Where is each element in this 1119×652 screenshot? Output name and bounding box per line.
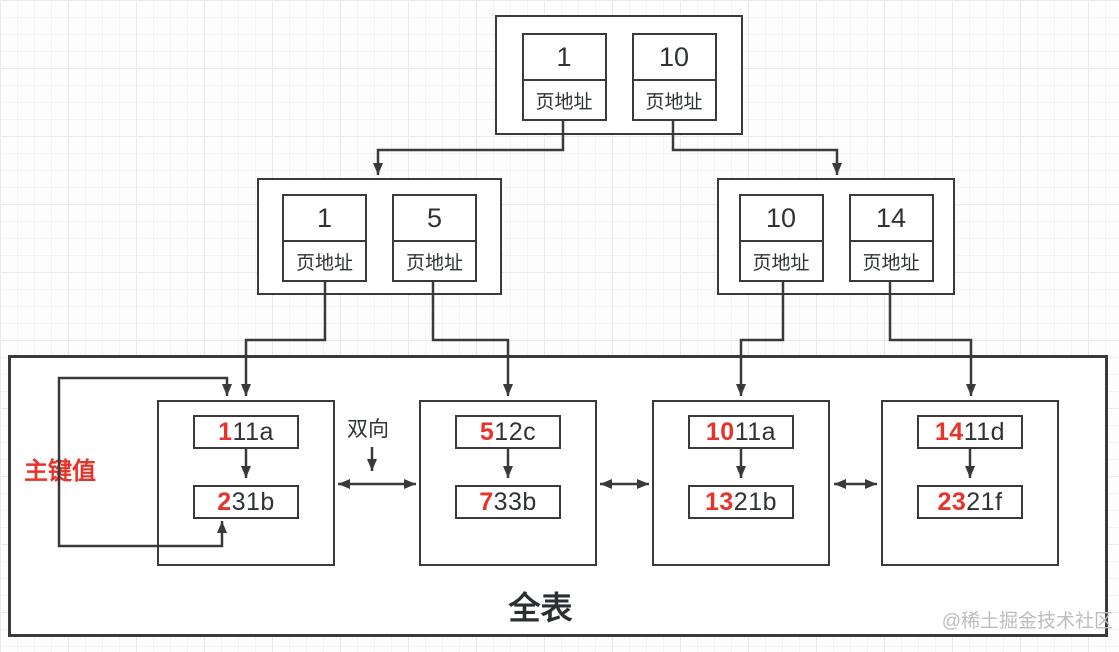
record-key: 2 [217, 487, 232, 516]
record-value: 31b [231, 487, 275, 516]
record-key: 14 [934, 417, 964, 446]
key-cell: 1 页地址 [521, 33, 607, 121]
page-address-label: 页地址 [850, 240, 932, 280]
key-value: 1 [556, 41, 572, 72]
key-value: 5 [426, 202, 443, 233]
key-cell: 10 页地址 [738, 194, 824, 282]
record-key: 5 [479, 417, 495, 446]
key-cell: 14 页地址 [848, 194, 934, 282]
record-key: 23 [937, 487, 967, 516]
key-value: 10 [765, 202, 797, 233]
key-value: 10 [658, 41, 690, 72]
record-value: 11d [963, 417, 1006, 446]
record-value: 33b [493, 487, 537, 516]
watermark-text: @稀土掘金技术社区 [941, 611, 1113, 632]
key-cell: 10 页地址 [631, 33, 717, 121]
page-address-label: 页地址 [284, 240, 365, 280]
full-table-label: 全表 [508, 590, 573, 626]
record-key: 7 [479, 487, 494, 516]
record-value: 21b [733, 487, 778, 516]
key-value: 14 [875, 202, 907, 233]
page-address-label: 页地址 [740, 240, 822, 280]
primary-key-label: 主键值 [24, 458, 96, 485]
page-address-label: 页地址 [633, 79, 715, 119]
record-value: 12c [494, 417, 537, 446]
record-key: 10 [705, 417, 735, 446]
key-value: 1 [316, 202, 333, 233]
page-address-label: 页地址 [394, 240, 475, 280]
record-key: 13 [704, 487, 734, 516]
record-value: 21f [966, 487, 1003, 516]
internal-node-right: 10 页地址 14 页地址 [717, 178, 955, 295]
key-cell: 1 页地址 [282, 194, 367, 282]
internal-node-left: 1 页地址 5 页地址 [257, 178, 502, 295]
bidirectional-label: 双向 [347, 418, 389, 441]
record-value: 11a [232, 417, 274, 446]
record-key: 1 [218, 417, 233, 446]
root-node: 1 页地址 10 页地址 [495, 15, 743, 135]
page-address-label: 页地址 [523, 79, 605, 119]
key-cell: 5 页地址 [392, 194, 477, 282]
record-value: 11a [734, 417, 777, 446]
